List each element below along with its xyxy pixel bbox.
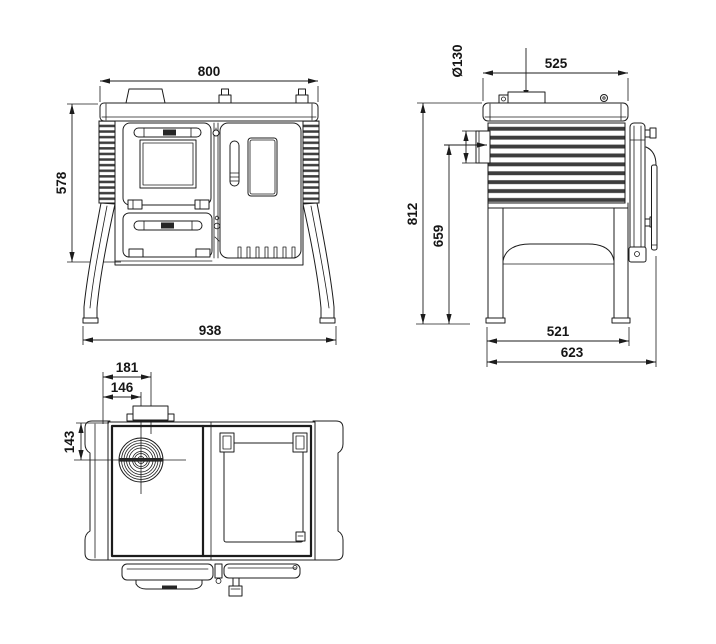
air-control-knob [212,127,220,137]
oven-door-panel [247,137,278,197]
fire-door [122,122,212,210]
ash-drawer-hinge-right [195,248,211,258]
oven-lid-hinge-right [292,432,308,453]
front-dim-base-width: 938 [82,323,337,345]
cooktop-burner [74,427,186,494]
front-height-label: 578 [54,171,69,194]
front-top-bolts [218,88,309,104]
top-flue-offset-label: 181 [116,360,139,375]
top-front-left-band [121,563,214,590]
top-burner-offset-label: 146 [111,380,134,395]
side-leg-span-label: 521 [547,324,570,339]
fire-door-handle [133,127,202,138]
side-view: 525 Ø130 [405,44,658,367]
oven-lid [219,432,308,543]
front-dim-top-width: 800 [99,64,319,102]
oven-lid-latch [295,531,306,542]
ash-drawer-hinge-left [128,248,144,258]
side-top-depth-label: 525 [545,56,568,71]
oven-lid-hinge-left [219,432,235,453]
front-top-plate [99,102,319,122]
side-bottom-bracket [628,246,647,263]
top-front-mid-hinge [214,563,223,584]
side-chimney-collar [498,91,608,104]
fire-door-hinges [127,199,210,210]
side-dim-inner-height: 659 [431,142,487,324]
top-burner-depth-label: 143 [62,430,77,453]
front-base-width-label: 938 [199,323,222,338]
side-top-plate [482,102,629,122]
front-top-width-label: 800 [198,64,221,79]
front-left-leg [82,202,116,324]
front-right-louver [302,120,320,204]
side-rear-foot [485,317,506,324]
hinge-bolt-top [644,127,657,139]
leg-brace-arch [502,243,615,262]
top-left-rim [84,420,111,561]
side-body [485,202,631,324]
side-door-edge [628,122,658,263]
ash-drawer [122,212,221,258]
front-left-louver [98,120,116,204]
front-view: 800 578 [54,64,337,345]
rear-flue-box [475,130,491,164]
oven-door [219,122,302,259]
top-right-rim [312,420,344,561]
top-door-knob [228,577,243,597]
burner-lid-lifter-slot [119,458,163,462]
ash-drawer-handle [133,220,203,231]
side-dim-overall-depth: 623 [487,256,657,367]
side-overall-height-label: 812 [405,203,420,226]
oven-door-vents [237,246,296,259]
front-chimney-collar [125,88,166,104]
rear-flue-dim [462,130,476,164]
top-chimney-collar [126,405,175,422]
side-inner-height-label: 659 [431,225,446,248]
top-dim-burner-depth: 143 [62,422,109,460]
side-louver-band [487,122,626,204]
side-front-foot [611,317,631,324]
side-overall-depth-label: 623 [561,345,584,360]
top-view: 181 146 143 [62,360,344,597]
side-dim-overall-height: 812 [405,102,482,325]
fire-door-window [139,139,197,189]
side-flue-diameter-label: Ø130 [450,44,465,77]
cooktop-plate [107,421,316,561]
door-handle-bar [645,146,658,251]
top-front-right-band [223,563,301,597]
oven-door-handle [229,140,240,187]
front-right-leg [302,202,336,324]
side-dim-top-depth: 525 [482,56,629,101]
